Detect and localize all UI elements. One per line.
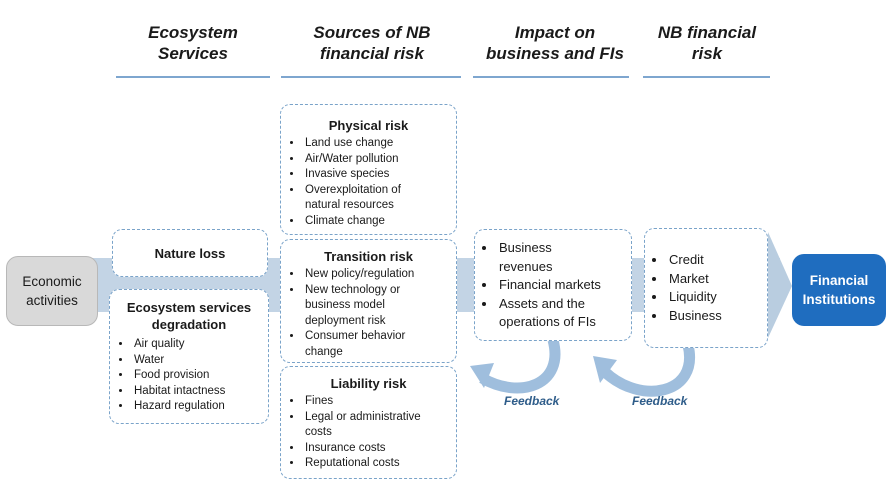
physical-risk-title: Physical risk: [328, 118, 409, 133]
physical-risk-list: Land use change Air/Water pollution Inva…: [281, 136, 456, 229]
impact-box: Business revenues Financial markets Asse…: [474, 229, 632, 341]
list-item: Business revenues: [497, 239, 569, 276]
list-item: Air quality: [132, 337, 268, 353]
impact-list: Business revenues Financial markets Asse…: [475, 239, 631, 332]
economic-activities-line: Economic: [22, 274, 82, 289]
financial-institutions-line: Institutions: [802, 292, 876, 307]
header-line: Impact on: [514, 23, 596, 42]
header-line: Sources of NB: [313, 23, 431, 42]
list-item: Insurance costs: [303, 441, 446, 457]
flow-arrow-head: [768, 232, 792, 338]
feedback-arrowhead-1: [470, 363, 494, 388]
list-item: Air/Water pollution: [303, 152, 446, 168]
list-item: Financial markets: [497, 276, 623, 295]
ecosystem-services-degradation-box: Ecosystem services degradation Air quali…: [109, 289, 269, 424]
nb-financial-risk-list: Credit Market Liquidity Business: [645, 251, 767, 325]
transition-risk-list: New policy/regulation New technology or …: [281, 267, 456, 360]
header-nb-financial-risk: NB financial risk: [642, 22, 772, 64]
nature-loss-box: Nature loss: [112, 229, 268, 277]
degradation-list: Air quality Water Food provision Habitat…: [110, 337, 268, 415]
feedback-label-1: Feedback: [504, 394, 560, 408]
list-item: New technology or business model deploym…: [303, 283, 423, 330]
header-line: financial risk: [320, 44, 424, 63]
header-underline: [281, 76, 461, 78]
list-item: Invasive species: [303, 167, 446, 183]
list-item: Legal or administrative costs: [303, 410, 433, 441]
header-line: Ecosystem: [148, 23, 238, 42]
transition-risk-box: Transition risk New policy/regulation Ne…: [280, 239, 457, 363]
list-item: Business: [667, 307, 767, 326]
degradation-title-line: Ecosystem services: [126, 300, 252, 315]
list-item: New policy/regulation: [303, 267, 446, 283]
list-item: Credit: [667, 251, 767, 270]
list-item: Overexploitation of natural resources: [303, 183, 423, 214]
list-item: Habitat intactness: [132, 384, 268, 400]
header-line: risk: [691, 44, 723, 63]
nb-financial-risk-box: Credit Market Liquidity Business: [644, 228, 768, 348]
liability-risk-box: Liability risk Fines Legal or administra…: [280, 366, 457, 479]
header-line: Services: [158, 44, 228, 63]
transition-risk-title: Transition risk: [324, 249, 413, 264]
header-underline: [116, 76, 270, 78]
financial-institutions-box: Financial Institutions: [792, 254, 886, 326]
header-sources-nb-financial-risk: Sources of NB financial risk: [282, 22, 462, 64]
header-underline: [473, 76, 629, 78]
liability-risk-list: Fines Legal or administrative costs Insu…: [281, 394, 456, 472]
list-item: Water: [132, 353, 268, 369]
list-item: Consumer behavior change: [303, 329, 423, 360]
economic-activities-line: activities: [26, 293, 78, 308]
physical-risk-box: Physical risk Land use change Air/Water …: [280, 104, 457, 235]
degradation-title: Ecosystem services degradation: [110, 299, 268, 333]
feedback-arrow-2: [601, 343, 696, 397]
degradation-title-line: degradation: [151, 317, 227, 332]
feedback-arrow-1: [479, 338, 561, 394]
list-item: Food provision: [132, 368, 268, 384]
financial-institutions-line: Financial: [809, 273, 869, 288]
list-item: Market: [667, 270, 767, 289]
list-item: Land use change: [303, 136, 446, 152]
header-underline: [643, 76, 770, 78]
liability-risk-title: Liability risk: [330, 376, 407, 391]
header-line: business and FIs: [486, 44, 624, 63]
feedback-label-2: Feedback: [632, 394, 688, 408]
list-item: Hazard regulation: [132, 399, 268, 415]
nature-loss-title: Nature loss: [154, 245, 226, 261]
header-ecosystem-services: Ecosystem Services: [118, 22, 268, 64]
list-item: Liquidity: [667, 288, 767, 307]
list-item: Reputational costs: [303, 456, 446, 472]
economic-activities-box: Economic activities: [6, 256, 98, 326]
header-impact: Impact on business and FIs: [475, 22, 635, 64]
header-line: NB financial: [657, 23, 757, 42]
list-item: Climate change: [303, 214, 446, 230]
feedback-arrowhead-2: [593, 356, 617, 383]
list-item: Assets and the operations of FIs: [497, 295, 623, 332]
list-item: Fines: [303, 394, 446, 410]
